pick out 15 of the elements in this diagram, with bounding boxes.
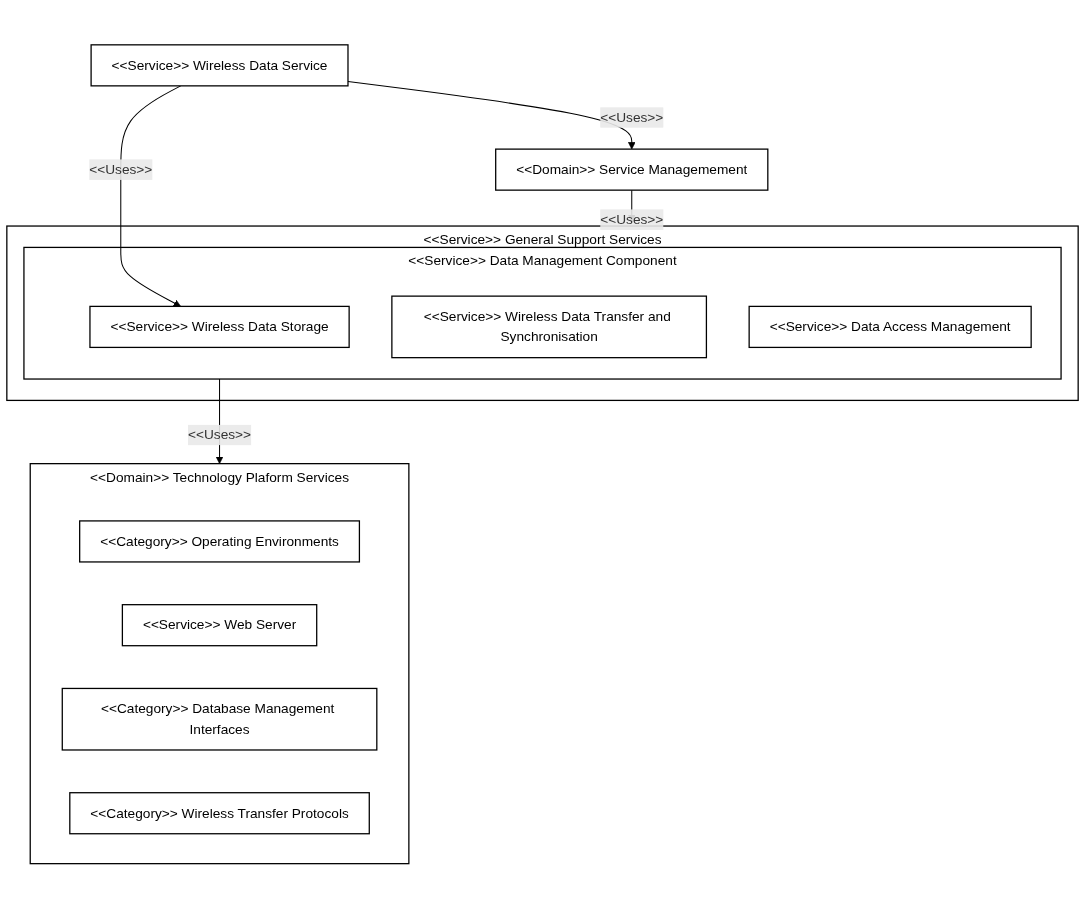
arrow <box>347 81 636 150</box>
node-box: <<Service>> Wireless Data Service <box>90 44 349 87</box>
node-box: <<Domain>> Service Managemement <box>495 148 769 192</box>
node-box: <<Service>> Data Access Management <box>748 306 1032 349</box>
arrow <box>120 85 182 307</box>
edge-label: <<Uses>> <box>600 212 664 227</box>
node-box: <<Service>> Wireless Data Storage <box>89 306 350 349</box>
edge-label: <<Uses>> <box>600 110 664 125</box>
node-box: <<Category>> Database Management Interfaces <box>61 688 378 751</box>
node-box: <<Service>> Wireless Data Transfer and Synchronisation <box>391 295 708 359</box>
node-box: <<Category>> Operating Environments <box>79 520 361 563</box>
node-box: <<Service>> Web Server <box>121 604 318 647</box>
node-box: <<Category>> Wireless Transfer Protocols <box>69 792 370 835</box>
edge-label: <<Uses>> <box>187 427 252 443</box>
edge-label: <<Uses>> <box>89 162 153 177</box>
